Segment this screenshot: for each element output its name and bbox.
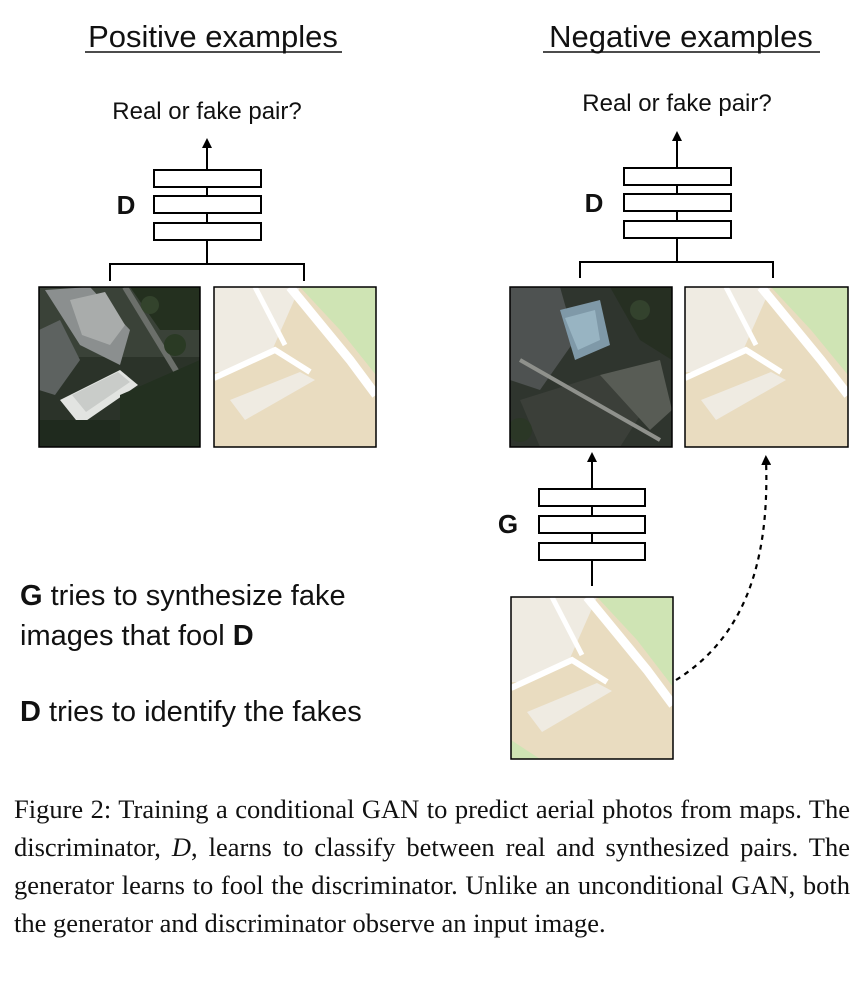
input-bracket <box>579 261 774 278</box>
positive-heading: Positive examples <box>85 19 342 54</box>
generator-label: G <box>498 509 518 539</box>
gan-diagram: Positive examples Negative examples Real… <box>38 19 849 760</box>
network-layer <box>153 195 262 214</box>
figure-caption: Figure 2: Training a conditional GAN to … <box>14 790 850 942</box>
discriminator-label-negative: D <box>585 188 604 218</box>
discriminator-question-negative: Real or fake pair? <box>582 90 771 117</box>
network-layer <box>623 220 732 239</box>
discriminator-symbol: D <box>20 696 41 728</box>
description-text: tries to identify the fakes <box>40 696 362 728</box>
input-bracket <box>109 263 305 281</box>
dashed-curved-arrow-icon <box>675 455 772 681</box>
positive-heading-text: Positive examples <box>88 19 338 54</box>
description-text: tries to synthesize fake <box>42 580 346 612</box>
aerial-photo-real <box>39 287 200 447</box>
network-layer <box>153 169 262 188</box>
generator-network <box>538 452 646 586</box>
caption-symbol: D <box>171 832 191 862</box>
map-image-negative <box>685 287 848 447</box>
discriminator-network-positive <box>109 138 305 281</box>
discriminator-label-positive: D <box>117 190 136 220</box>
negative-heading: Negative examples <box>543 19 820 54</box>
description-text: images that fool <box>20 620 233 652</box>
network-layer <box>538 515 646 534</box>
discriminator-symbol: D <box>232 620 254 652</box>
description-line-3: D tries to identify the fakes <box>20 694 362 730</box>
network-layer <box>538 542 646 561</box>
aerial-photo-fake <box>510 287 672 447</box>
map-image-positive <box>214 287 376 447</box>
network-layer <box>153 222 262 241</box>
description-line-1: G tries to synthesize fake <box>20 578 346 614</box>
generator-symbol: G <box>20 580 43 612</box>
network-layer <box>538 488 646 507</box>
discriminator-question-positive: Real or fake pair? <box>112 98 301 125</box>
caption-text: , learns to classify between real and sy… <box>14 832 850 938</box>
map-image-input <box>511 597 673 759</box>
caption-text: Figure 2: Training a conditional GAN to … <box>14 794 850 862</box>
description-line-2: images that fool D <box>20 618 254 654</box>
discriminator-network-negative <box>579 131 774 278</box>
network-layer <box>623 167 732 186</box>
negative-heading-text: Negative examples <box>549 19 813 54</box>
network-layer <box>623 193 732 212</box>
